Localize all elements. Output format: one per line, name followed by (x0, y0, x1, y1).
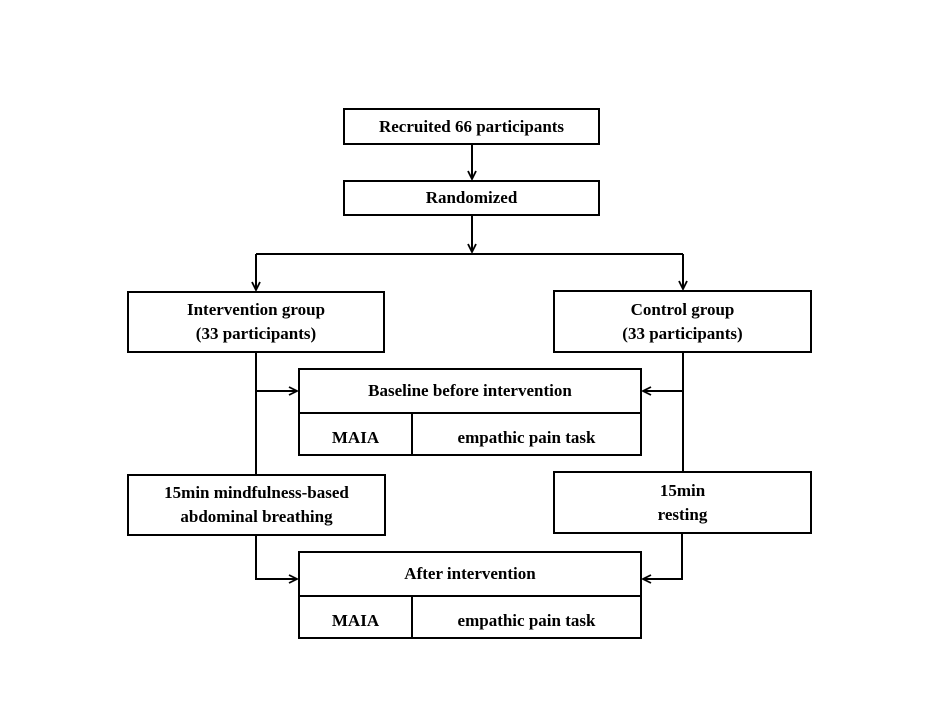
after-empathic-pain-cell: empathic pain task (457, 611, 596, 630)
recruited-box: Recruited 66 participants (343, 108, 600, 145)
intervention-group-title: Intervention group (186, 300, 326, 319)
mindfulness-line2: abdominal breathing (180, 507, 333, 526)
intervention-group-count: (33 participants) (195, 324, 317, 343)
control-group-count: (33 participants) (622, 323, 743, 343)
mindfulness-box: 15min mindfulness-based abdominal breath… (127, 474, 386, 536)
after-intervention-title: After intervention (300, 553, 640, 597)
intervention-group-box: Intervention group (33 participants) (127, 291, 385, 353)
after-maia-cell: MAIA (300, 597, 413, 639)
arrow-resting-to-after (643, 534, 683, 579)
control-group-box: Control group (33 participants) (553, 290, 812, 353)
baseline-box: Baseline before intervention MAIA empath… (298, 368, 642, 456)
randomized-box: Randomized (343, 180, 600, 216)
randomized-label: Randomized (425, 188, 518, 207)
baseline-maia-cell: MAIA (300, 414, 413, 456)
after-measures: MAIA empathic pain task (300, 597, 640, 639)
control-group-title: Control group (630, 299, 735, 319)
resting-line2: resting (657, 504, 708, 524)
baseline-empathic-pain-cell: empathic pain task (457, 428, 596, 447)
arrow-mindfulness-to-after (255, 536, 297, 579)
baseline-title: Baseline before intervention (300, 370, 640, 414)
resting-line1: 15min (659, 480, 706, 500)
after-intervention-box: After intervention MAIA empathic pain ta… (298, 551, 642, 639)
resting-box: 15min resting (553, 471, 812, 534)
recruited-label: Recruited 66 participants (378, 116, 565, 136)
baseline-measures: MAIA empathic pain task (300, 414, 640, 456)
mindfulness-line1: 15min mindfulness-based (164, 483, 349, 502)
